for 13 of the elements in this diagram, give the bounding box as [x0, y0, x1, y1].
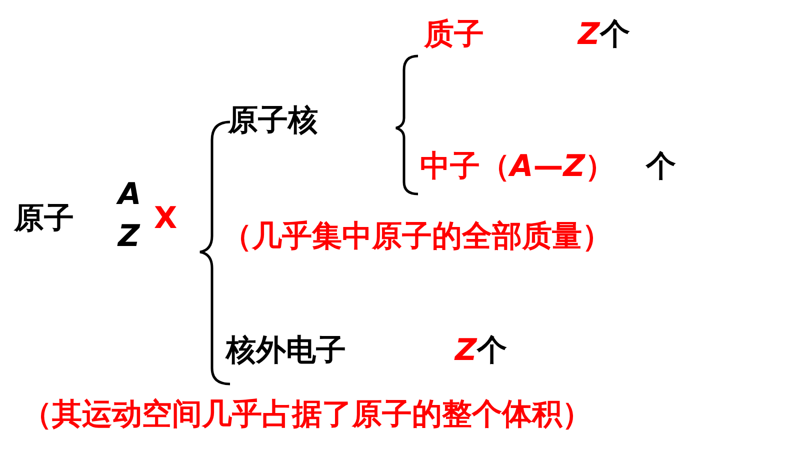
count-text: Z个	[578, 20, 630, 50]
note-text: （几乎集中原子的全部质量）	[222, 222, 612, 252]
label-text: 原子	[14, 204, 74, 234]
label-text: 原子核	[228, 106, 318, 136]
label-text: 中子（A—Z）	[420, 152, 615, 182]
note-text: （其运动空间几乎占据了原子的整个体积）	[22, 400, 592, 430]
count-text: 个	[646, 152, 676, 182]
label-text: 核外电子	[226, 336, 346, 366]
element-symbol: X	[154, 204, 178, 234]
label-text: 质子	[424, 20, 484, 50]
mass-number: A	[118, 180, 142, 210]
count-text: Z个	[455, 336, 507, 366]
atomic-number: Z	[118, 222, 140, 252]
